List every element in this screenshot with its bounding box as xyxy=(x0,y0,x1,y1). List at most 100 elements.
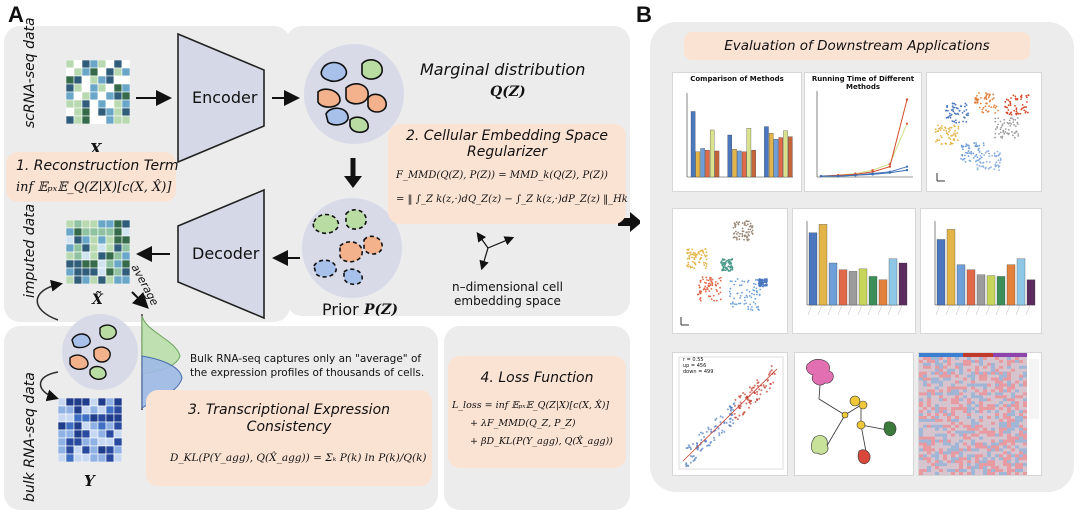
umap-point xyxy=(756,293,758,296)
umap-point xyxy=(720,260,723,263)
scatter-point xyxy=(743,393,746,396)
umap-point xyxy=(732,236,735,239)
umap-point xyxy=(737,222,740,225)
umap-point xyxy=(743,303,746,305)
comparison-chart-title: Comparison of Methods xyxy=(690,75,784,83)
bar xyxy=(818,224,828,306)
umap-point xyxy=(980,96,982,99)
scatter-point xyxy=(728,424,731,427)
trajectory-graph xyxy=(794,352,914,476)
umap-point xyxy=(994,117,997,120)
series-line xyxy=(820,99,908,177)
umap-point xyxy=(951,105,954,108)
bar xyxy=(996,276,1006,306)
scatter-point xyxy=(695,456,698,459)
umap-point xyxy=(995,105,998,108)
umap-point xyxy=(965,121,968,123)
umap-point xyxy=(746,220,749,223)
umap-point xyxy=(712,294,715,297)
umap-point xyxy=(722,258,725,261)
umap-point xyxy=(753,293,756,296)
umap-point xyxy=(982,142,985,145)
bar xyxy=(783,130,788,178)
bar xyxy=(1006,264,1016,306)
umap-point xyxy=(743,222,746,225)
umap-point xyxy=(946,104,948,107)
scatter-point xyxy=(715,417,718,420)
umap-point xyxy=(730,266,732,269)
umap-point xyxy=(975,144,978,146)
umap-point xyxy=(745,224,747,227)
umap-point xyxy=(719,291,722,294)
umap-point xyxy=(687,249,690,252)
umap-point xyxy=(1021,103,1024,106)
loss-title: 4. Loss Function xyxy=(480,370,594,386)
tick-mark xyxy=(1015,304,1021,316)
umap-point xyxy=(730,262,733,265)
umap-point xyxy=(997,123,1000,126)
umap-point xyxy=(947,109,949,112)
scatter-point xyxy=(687,444,690,447)
data-point xyxy=(871,173,874,176)
scatter-point xyxy=(725,421,728,424)
transcriptional-box xyxy=(146,390,432,486)
umap-point xyxy=(1003,118,1006,121)
umap-point xyxy=(996,150,999,153)
umap-point xyxy=(719,298,722,301)
umap-point xyxy=(748,290,751,293)
loss-line2: + λF_MMD(Q_Z, P_Z) xyxy=(470,418,576,429)
umap-point xyxy=(953,102,956,105)
umap-point xyxy=(952,138,955,141)
umap-point xyxy=(993,168,996,171)
decoder-label: Decoder xyxy=(192,244,260,263)
umap-point xyxy=(1023,109,1026,112)
umap-point xyxy=(1013,136,1016,139)
umap-point xyxy=(980,156,983,159)
umap-point xyxy=(990,106,993,109)
scatter-point xyxy=(749,402,752,405)
umap-point xyxy=(972,152,975,155)
bar xyxy=(878,279,888,306)
umap-point xyxy=(730,280,733,283)
umap-point xyxy=(969,160,972,162)
bar xyxy=(976,274,986,306)
bar xyxy=(746,128,752,178)
umap-point xyxy=(997,164,1000,167)
transcriptional-title: 3. Transcriptional Expression Consistenc… xyxy=(187,402,391,435)
umap-point xyxy=(749,308,752,311)
data-point xyxy=(837,174,840,178)
umap-point xyxy=(988,152,990,155)
umap-point xyxy=(748,234,750,237)
umap-point xyxy=(981,108,984,111)
data-point xyxy=(888,171,891,174)
umap-point xyxy=(1005,98,1008,101)
encoder-block xyxy=(177,32,265,164)
umap-point xyxy=(751,225,754,227)
umap-point xyxy=(1009,112,1012,115)
umap-point xyxy=(965,104,968,106)
bar xyxy=(751,149,756,178)
umap-point xyxy=(947,133,949,136)
umap-point xyxy=(729,280,732,282)
umap-point xyxy=(726,259,729,262)
scatter-point xyxy=(741,413,744,416)
umap-point xyxy=(693,256,695,259)
bar xyxy=(732,149,737,178)
umap-point xyxy=(999,131,1002,134)
umap-point xyxy=(724,266,727,269)
scatter-point xyxy=(769,370,772,373)
bar xyxy=(788,136,793,178)
umap-point xyxy=(730,258,732,261)
series-line xyxy=(821,169,908,177)
umap-point xyxy=(967,150,970,152)
umap-point xyxy=(939,129,942,131)
umap-point xyxy=(735,237,738,240)
umap-point xyxy=(997,159,1000,162)
umap-point xyxy=(977,149,980,151)
umap-point xyxy=(943,129,945,132)
umap-point xyxy=(1009,102,1012,105)
umap-point xyxy=(985,160,988,163)
umap-point xyxy=(954,129,957,132)
umap-point xyxy=(948,112,951,115)
umap-point xyxy=(698,286,701,289)
